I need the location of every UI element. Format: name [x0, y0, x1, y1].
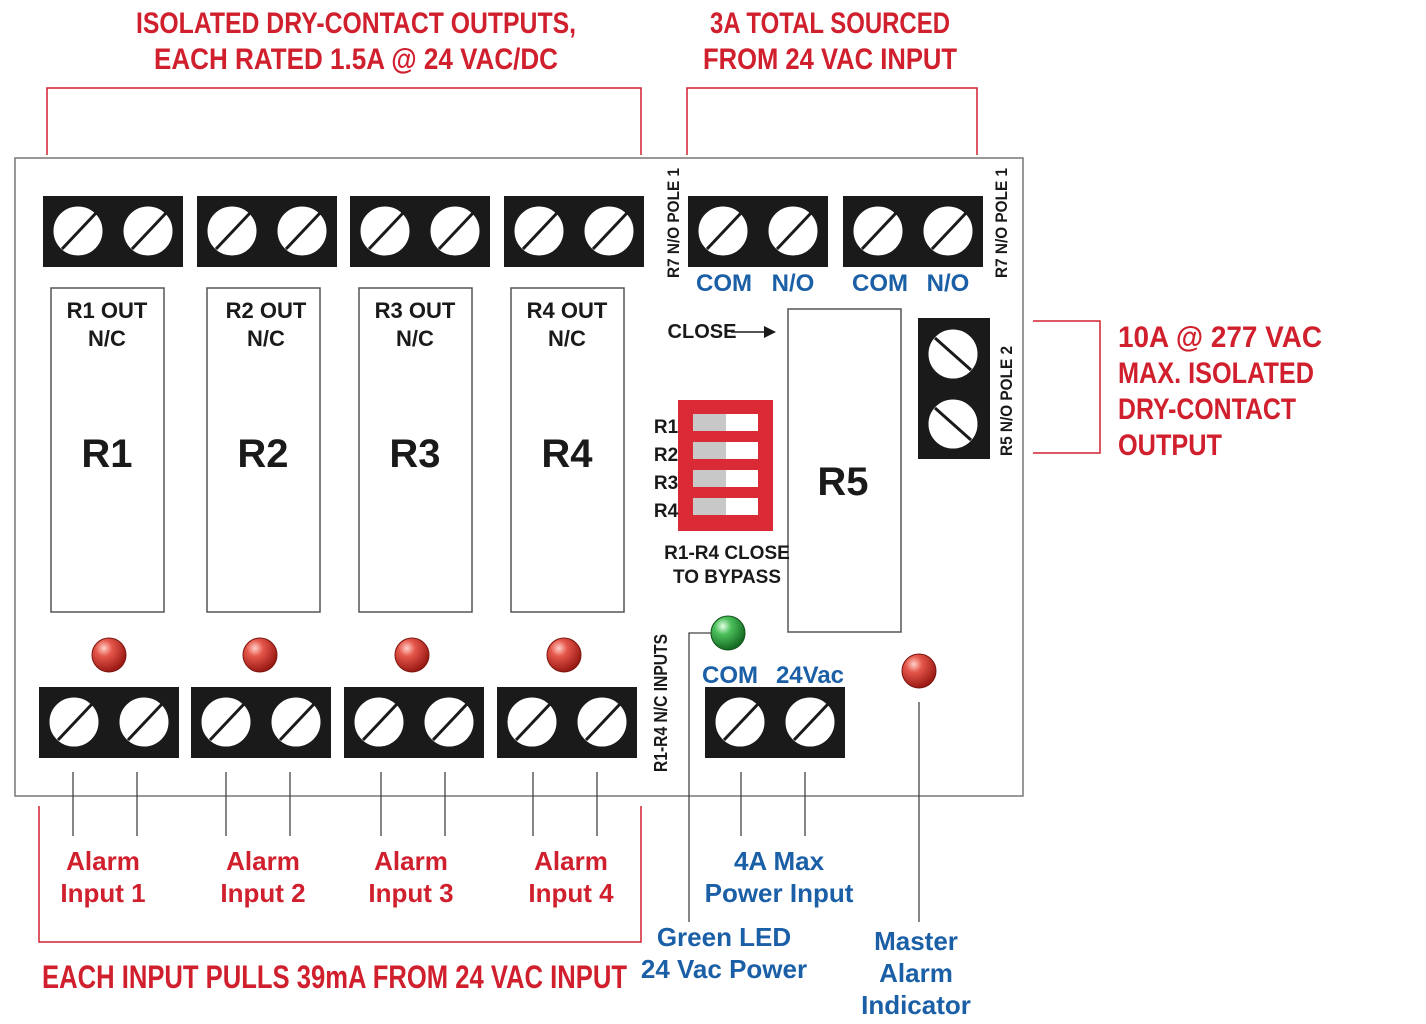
relay-out-label: R4 OUT — [527, 298, 608, 323]
master-alarm-line3: Indicator — [861, 990, 971, 1020]
inputs-vertical-label: R1-R4 N/C INPUTS — [651, 634, 671, 772]
dip-label-r1: R1 — [654, 417, 679, 438]
relay-r3: R3 OUT N/C R3 — [358, 287, 473, 613]
dip-switch[interactable] — [678, 400, 773, 531]
relay-out-label: R3 OUT — [375, 298, 456, 323]
dip-label-r3: R3 — [654, 473, 678, 494]
outputs-bracket — [46, 87, 642, 155]
alarm-input-4-line2: Input 4 — [528, 878, 614, 908]
sourced-header-line1: 3A TOTAL SOURCED — [710, 7, 950, 40]
power-input-line1: 4A Max — [734, 846, 825, 876]
alarm-input-3-line1: Alarm — [374, 846, 448, 876]
relay-contact-label: N/C — [88, 326, 126, 351]
dip-caption-line1: R1-R4 CLOSE — [664, 543, 790, 564]
r7-label-no-2: N/O — [927, 270, 970, 297]
relay-out-label: R2 OUT — [226, 298, 307, 323]
r5-pole2-label: R5 N/O POLE 2 — [997, 346, 1016, 456]
alarm-input-2-line1: Alarm — [226, 846, 300, 876]
r5-spec-line3: DRY-CONTACT — [1118, 393, 1296, 426]
outputs-header-line2: EACH RATED 1.5A @ 24 VAC/DC — [154, 43, 558, 76]
alarm-led-r3 — [394, 637, 430, 673]
r7-pole1-label-left: R7 N/O POLE 1 — [664, 168, 683, 278]
master-alarm-line2: Alarm — [879, 958, 953, 988]
r7-label-com-2: COM — [852, 270, 908, 297]
relay-contact-label: N/C — [396, 326, 434, 351]
top-screws — [50, 203, 637, 259]
dip-caption-line2: TO BYPASS — [673, 567, 781, 588]
r7-pole1-label-right: R7 N/O POLE 1 — [992, 168, 1011, 278]
alarm-input-1-line1: Alarm — [66, 846, 140, 876]
alarm-input-2-line2: Input 2 — [220, 878, 305, 908]
relay-r4: R4 OUT N/C R4 — [510, 287, 625, 613]
relay-r5: R5 — [787, 308, 902, 633]
inputs-bracket — [38, 806, 642, 943]
relay-name: R4 — [541, 432, 593, 476]
alarm-input-4-line1: Alarm — [534, 846, 608, 876]
relay-name: R3 — [389, 432, 440, 476]
relay-r2: R2 OUT N/C R2 — [206, 287, 321, 613]
dip-label-r2: R2 — [654, 445, 678, 466]
power-com-label: COM — [702, 662, 758, 689]
close-arrow-icon — [731, 326, 776, 338]
relay-out-label: R1 OUT — [67, 298, 148, 323]
alarm-led-r2 — [242, 637, 278, 673]
sourced-bracket — [686, 87, 978, 155]
green-led-line1: Green LED — [657, 922, 791, 952]
r7-label-com-1: COM — [696, 270, 752, 297]
alarm-input-3-line2: Input 3 — [368, 878, 453, 908]
relay-contact-label: N/C — [548, 326, 586, 351]
outputs-header-line1: ISOLATED DRY-CONTACT OUTPUTS, — [136, 7, 576, 40]
master-alarm-led — [901, 653, 937, 689]
r5-bracket — [1033, 320, 1101, 454]
power-vac-label: 24Vac — [776, 662, 844, 689]
relay-contact-label: N/C — [247, 326, 285, 351]
alarm-input-1-line2: Input 1 — [60, 878, 145, 908]
input-pull-note: EACH INPUT PULLS 39mA FROM 24 VAC INPUT — [42, 959, 627, 995]
relay-r1: R1 OUT N/C R1 — [50, 287, 165, 613]
relay-name: R2 — [237, 432, 288, 476]
r7-label-no-1: N/O — [772, 270, 815, 297]
input-lead-wires — [72, 632, 920, 922]
power-led-green — [710, 615, 746, 651]
alarm-led-r4 — [546, 637, 582, 673]
relay-name: R5 — [817, 460, 868, 504]
master-alarm-line1: Master — [874, 926, 958, 956]
green-led-line2: 24 Vac Power — [641, 954, 807, 984]
relay-name: R1 — [81, 432, 132, 476]
sourced-header-line2: FROM 24 VAC INPUT — [703, 43, 957, 76]
alarm-led-r1 — [91, 637, 127, 673]
r5-spec-line2: MAX. ISOLATED — [1118, 357, 1314, 390]
close-label: CLOSE — [668, 321, 737, 343]
r5-spec-line4: OUTPUT — [1118, 429, 1222, 462]
dip-label-r4: R4 — [654, 501, 679, 522]
power-input-line2: Power Input — [705, 878, 854, 908]
r5-spec-line1: 10A @ 277 VAC — [1118, 321, 1322, 354]
